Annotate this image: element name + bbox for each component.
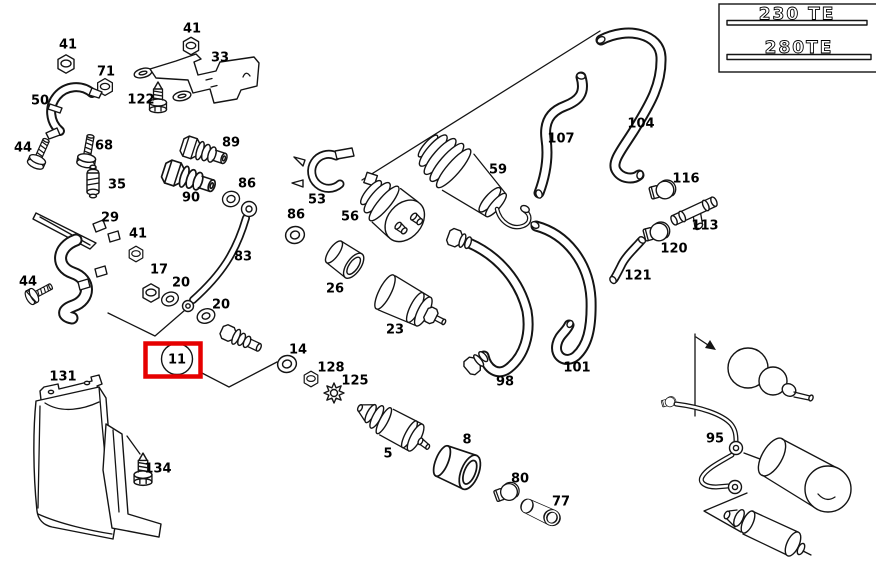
part-callout-41[interactable]: 41 — [129, 227, 147, 242]
part-callout-134[interactable]: 134 — [144, 462, 171, 477]
part-callout-50[interactable]: 50 — [31, 94, 49, 109]
part-98-fuel-line — [444, 226, 534, 378]
part-callout-98[interactable]: 98 — [496, 375, 514, 390]
part-17-nut — [142, 283, 160, 303]
part-26-sleeve — [320, 236, 369, 283]
part-callout-41[interactable]: 41 — [59, 38, 77, 53]
part-callout-86[interactable]: 86 — [287, 208, 305, 223]
part-callout-77[interactable]: 77 — [552, 495, 570, 510]
part-callout-53[interactable]: 53 — [308, 193, 326, 208]
part-50-clamp — [45, 82, 103, 140]
part-damper — [727, 347, 814, 402]
part-callout-113[interactable]: 113 — [691, 219, 718, 234]
part-callout-95[interactable]: 95 — [706, 432, 724, 447]
part-5-fuel-pump — [356, 403, 431, 452]
part-callout-90[interactable]: 90 — [182, 191, 200, 206]
part-59-fuel-pump — [417, 134, 532, 230]
part-callout-5[interactable]: 5 — [383, 447, 392, 462]
part-banjo-bolt — [219, 324, 262, 352]
part-callout-125[interactable]: 125 — [341, 374, 368, 389]
part-callout-128[interactable]: 128 — [317, 361, 344, 376]
part-callout-122[interactable]: 122 — [127, 93, 154, 108]
callouts-layer: 41 71 122 41 33 50 44 68 35 89 90 86 86 29 41 17 20 20 83 4… — [14, 22, 724, 510]
part-53-clamp — [291, 147, 355, 193]
part-pump-br — [723, 508, 812, 557]
part-33-bracket — [133, 53, 260, 104]
part-23-fuel-filter — [374, 274, 447, 327]
part-86-ring-b — [282, 223, 308, 247]
part-callout-23[interactable]: 23 — [386, 323, 404, 338]
part-86-ring-a — [220, 188, 242, 210]
part-41-nut-c — [128, 245, 144, 263]
part-callout-101[interactable]: 101 — [563, 361, 590, 376]
part-104-hose — [595, 27, 667, 184]
part-callout-89[interactable]: 89 — [222, 136, 240, 151]
part-callout-83[interactable]: 83 — [234, 250, 252, 265]
part-107-hose — [533, 71, 588, 199]
part-41-nut-b — [182, 36, 200, 56]
part-29-strap-bracket — [32, 212, 121, 325]
part-callout-17[interactable]: 17 — [150, 263, 168, 278]
part-20-washer-a — [159, 289, 181, 309]
part-56-fuel-pump — [359, 171, 426, 243]
part-callout-116[interactable]: 116 — [672, 172, 699, 187]
part-callout-44[interactable]: 44 — [14, 141, 32, 156]
part-83-pipe — [181, 200, 258, 313]
part-callout-80[interactable]: 80 — [511, 472, 529, 487]
part-filter-br — [757, 437, 852, 513]
part-44-bolt-b — [22, 278, 56, 307]
part-callout-41[interactable]: 41 — [183, 22, 201, 37]
part-callout-121[interactable]: 121 — [624, 269, 651, 284]
part-callout-29[interactable]: 29 — [101, 211, 119, 226]
part-8-sleeve — [428, 440, 486, 494]
part-125-star-washer — [323, 382, 345, 404]
part-callout-107[interactable]: 107 — [547, 132, 574, 147]
part-131-cover — [33, 374, 162, 540]
model-badge-plate: 230 TE 280TE — [718, 3, 876, 73]
part-35-valve — [86, 164, 100, 199]
part-callout-14[interactable]: 14 — [289, 343, 307, 358]
part-callout-44[interactable]: 44 — [19, 275, 37, 290]
part-callout-35[interactable]: 35 — [108, 178, 126, 193]
part-121-hose — [609, 236, 647, 285]
part-callout-20[interactable]: 20 — [212, 298, 230, 313]
part-callout-8[interactable]: 8 — [462, 433, 471, 448]
part-callout-59[interactable]: 59 — [489, 163, 507, 178]
part-callout-11[interactable]: 11 — [168, 353, 186, 368]
part-41-nut-a — [57, 54, 75, 74]
part-callout-20[interactable]: 20 — [172, 276, 190, 291]
part-callout-33[interactable]: 33 — [211, 51, 229, 66]
part-113-tee-fitting — [670, 196, 718, 231]
part-101-hose — [530, 220, 597, 365]
highlight-box — [143, 341, 203, 379]
badge-280te: 280TE — [765, 38, 834, 58]
part-callout-71[interactable]: 71 — [97, 65, 115, 80]
part-95-fuel-pipe — [660, 395, 744, 495]
badge-230te: 230 TE — [759, 5, 836, 25]
bottom-right-assembly — [660, 333, 852, 557]
part-callout-120[interactable]: 120 — [660, 242, 687, 257]
part-callout-56[interactable]: 56 — [341, 210, 359, 225]
part-callout-86[interactable]: 86 — [238, 177, 256, 192]
part-callout-104[interactable]: 104 — [627, 117, 654, 132]
part-callout-131[interactable]: 131 — [49, 370, 76, 385]
part-callout-68[interactable]: 68 — [95, 139, 113, 154]
part-128-nut — [303, 370, 319, 388]
part-callout-26[interactable]: 26 — [326, 282, 344, 297]
